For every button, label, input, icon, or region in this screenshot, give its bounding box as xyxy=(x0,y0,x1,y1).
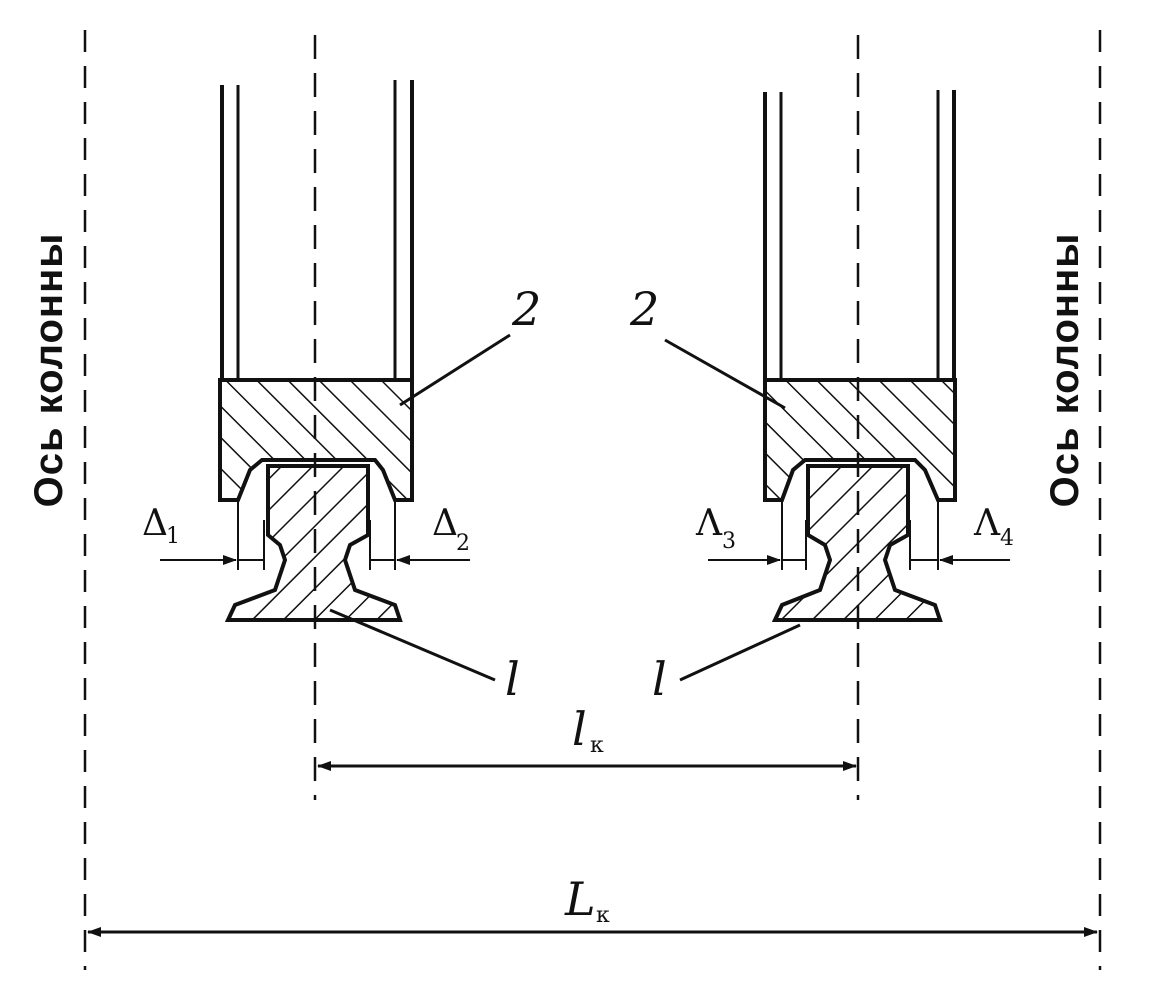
rail-left xyxy=(224,464,403,622)
track-span-dimension: l к xyxy=(317,702,857,771)
building-span-dimension: L к xyxy=(87,872,1098,937)
column-axis-right-label: Ось колонны xyxy=(1043,233,1087,508)
rail-left-leader xyxy=(329,608,496,682)
building-span-subscript: к xyxy=(596,903,610,928)
wheel-right-leader xyxy=(664,338,786,410)
delta4-label: Λ xyxy=(973,503,1001,544)
rail-right-label: l xyxy=(652,652,667,706)
wheel-left xyxy=(218,378,414,502)
rail-right-leader xyxy=(679,623,801,682)
left-crane-assembly: Δ 1 Δ 2 2 l xyxy=(142,80,541,706)
delta3-label: Λ xyxy=(695,503,723,544)
delta3-subscript: 3 xyxy=(722,529,736,554)
delta2-label: Δ xyxy=(432,503,458,544)
column-axis-left-label: Ось колонны xyxy=(27,233,71,508)
wheel-right xyxy=(763,378,957,502)
wheel-right-label: 2 xyxy=(629,282,659,336)
right-crane-assembly: Λ 3 Λ 4 2 l xyxy=(629,90,1014,706)
delta2-subscript: 2 xyxy=(456,531,470,556)
track-span-subscript: к xyxy=(590,733,604,758)
rail-right xyxy=(771,464,943,622)
wheel-left-label: 2 xyxy=(511,282,541,336)
track-span-label: l xyxy=(572,702,587,756)
building-span-label: L xyxy=(564,872,596,926)
delta1-subscript: 1 xyxy=(166,524,180,549)
rail-left-label: l xyxy=(505,652,520,706)
wheel-left-leader xyxy=(399,333,511,407)
delta4-subscript: 4 xyxy=(1000,526,1014,551)
delta1-label: Δ xyxy=(142,503,168,544)
